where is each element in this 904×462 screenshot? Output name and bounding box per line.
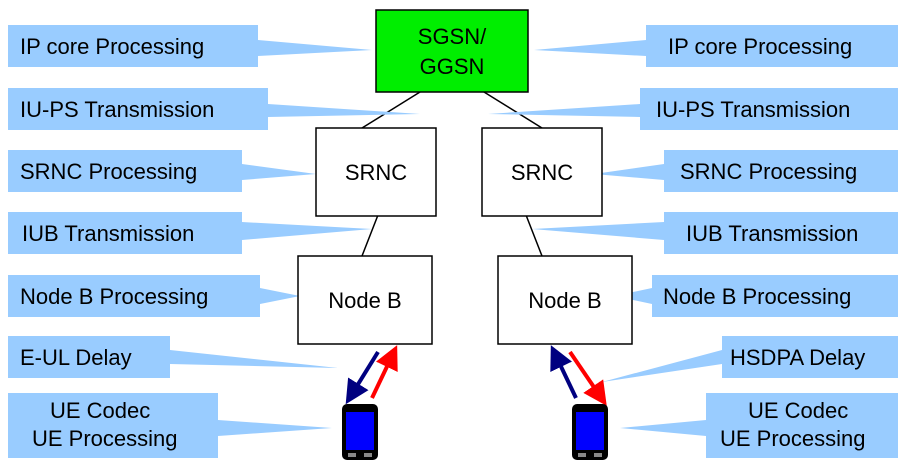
arrows-right	[550, 345, 607, 406]
callout-left-nodeb-label: Node B Processing	[20, 284, 208, 309]
callout-right-ue-label-2: UE Processing	[720, 426, 866, 451]
connectors	[361, 91, 543, 257]
callout-right-iub-label: IUB Transmission	[686, 221, 858, 246]
callout-left-srnc-label: SRNC Processing	[20, 159, 197, 184]
callout-left-delay-label: E-UL Delay	[20, 345, 132, 370]
node-srnc-left: SRNC	[315, 127, 437, 217]
callout-right-iu-ps: IU-PS Transmission	[488, 88, 898, 130]
callout-right-ip-core-label: IP core Processing	[668, 34, 852, 59]
callout-left-iub: IUB Transmission	[8, 212, 372, 254]
callout-right-srnc: SRNC Processing	[594, 150, 898, 192]
callout-left-iu-ps: IU-PS Transmission	[8, 88, 420, 130]
callout-left-ue-label-2: UE Processing	[32, 426, 178, 451]
callout-right-ip-core: IP core Processing	[534, 25, 898, 67]
arrows-left	[345, 345, 398, 405]
callout-right-srnc-label: SRNC Processing	[680, 159, 857, 184]
downlink-arrow-right	[568, 350, 607, 406]
callout-left-ip-core: IP core Processing	[8, 25, 372, 67]
callout-left-nodeb: Node B Processing	[8, 275, 300, 317]
node-nodeb-right: Node B	[497, 255, 633, 345]
connector-sgsn-srnc-left	[361, 91, 421, 129]
callout-left-ue-label-1: UE Codec	[50, 398, 150, 423]
node-srnc-right: SRNC	[481, 127, 603, 217]
callout-left-delay: E-UL Delay	[8, 336, 338, 378]
callout-right-nodeb-label: Node B Processing	[663, 284, 851, 309]
callout-right-delay: HSDPA Delay	[602, 336, 898, 382]
connector-srnc-nodeb-right	[525, 214, 543, 257]
node-nodeb-left: Node B	[297, 255, 433, 345]
uplink-arrow-left	[345, 350, 380, 405]
callout-left-ue: UE Codec UE Processing	[8, 393, 332, 458]
connector-sgsn-srnc-right	[483, 91, 543, 129]
downlink-arrow-left	[370, 345, 398, 399]
node-nodeb-left-label: Node B	[328, 288, 401, 313]
callout-left-iu-ps-label: IU-PS Transmission	[20, 97, 214, 122]
callout-right-ue: UE Codec UE Processing	[620, 393, 898, 458]
callout-right-iub: IUB Transmission	[532, 212, 898, 254]
node-srnc-left-label: SRNC	[345, 160, 407, 185]
callout-left-ip-core-label: IP core Processing	[20, 34, 204, 59]
connector-srnc-nodeb-left	[361, 214, 379, 257]
callout-right-iu-ps-label: IU-PS Transmission	[656, 97, 850, 122]
node-sgsn-label-1: SGSN/	[418, 24, 487, 49]
callout-left-srnc: SRNC Processing	[8, 150, 316, 192]
callout-right-delay-label: HSDPA Delay	[730, 345, 865, 370]
callouts-right: IP core Processing IU-PS Transmission SR…	[488, 25, 898, 458]
node-sgsn-label-2: GGSN	[420, 54, 485, 79]
callout-right-nodeb: Node B Processing	[614, 275, 898, 317]
callout-right-ue-label-1: UE Codec	[748, 398, 848, 423]
node-srnc-right-label: SRNC	[511, 160, 573, 185]
callouts-left: IP core Processing IU-PS Transmission SR…	[8, 25, 420, 458]
callout-left-iub-label: IUB Transmission	[22, 221, 194, 246]
phone-icon-right	[572, 404, 608, 460]
uplink-arrow-right	[550, 345, 578, 399]
node-sgsn-ggsn: SGSN/ GGSN	[375, 9, 529, 93]
phone-icon-left	[342, 404, 378, 460]
node-nodeb-right-label: Node B	[528, 288, 601, 313]
